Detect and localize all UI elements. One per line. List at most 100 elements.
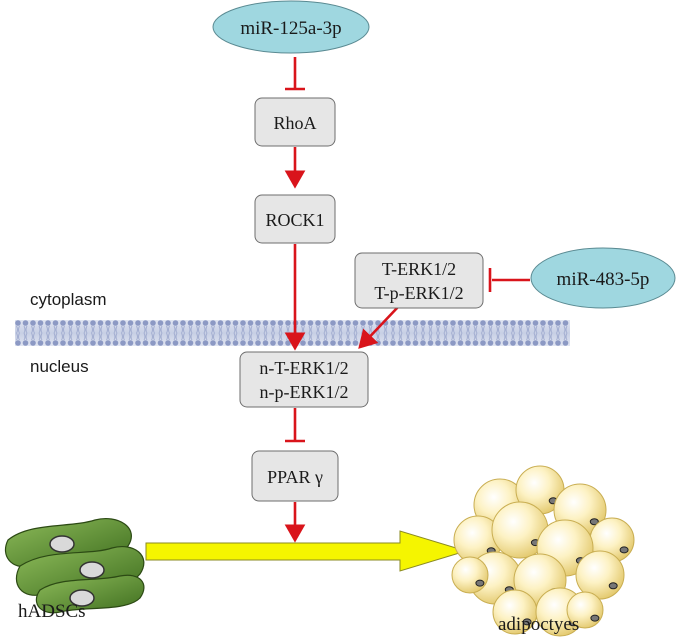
lipid-tail — [226, 325, 230, 341]
lipid-tail — [308, 325, 313, 341]
lipid-head-top — [210, 320, 216, 326]
lipid-head-bottom — [330, 340, 336, 346]
lipid-tail — [488, 325, 493, 341]
lipid-head-bottom — [435, 340, 441, 346]
lipid-head-top — [300, 320, 306, 326]
lipid-tail — [203, 325, 208, 341]
lipid-head-top — [15, 320, 21, 326]
stem-cell-nucleus — [69, 589, 95, 607]
lipid-head-bottom — [315, 340, 321, 346]
lipid-head-top — [142, 320, 149, 326]
lipid-tail — [346, 325, 350, 341]
lipid-head-bottom — [37, 340, 44, 346]
lipid-head-top — [37, 320, 44, 326]
lipid-head-top — [525, 320, 531, 326]
lipid-head-bottom — [180, 340, 186, 346]
lipid-head-bottom — [502, 340, 509, 346]
lipid-head-top — [555, 320, 561, 326]
mir-483-5p-node — [530, 247, 676, 309]
lipid-head-top — [337, 320, 344, 326]
lipid-tail — [271, 325, 275, 341]
lipid-head-bottom — [397, 340, 404, 346]
lipid-head-top — [562, 320, 569, 326]
lipid-head-top — [495, 320, 501, 326]
lipid-head-bottom — [367, 340, 374, 346]
lipid-tail — [256, 325, 260, 341]
lipid-head-top — [517, 320, 524, 326]
lipid-tail — [218, 325, 223, 341]
lipid-head-top — [330, 320, 336, 326]
lipid-tail — [503, 325, 508, 341]
lipid-head-bottom — [277, 340, 284, 346]
lipid-head-top — [247, 320, 254, 326]
lipid-head-top — [157, 320, 164, 326]
lipid-tail — [526, 325, 530, 341]
n-t-erk-node — [239, 351, 369, 408]
lipid-head-bottom — [420, 340, 426, 346]
lipid-tail — [106, 325, 110, 341]
lipid-tail — [181, 325, 185, 341]
lipid-head-top — [397, 320, 404, 326]
lipid-head-bottom — [405, 340, 411, 346]
lipid-head-bottom — [22, 340, 29, 346]
lipid-head-bottom — [412, 340, 419, 346]
lipid-tail — [196, 325, 200, 341]
lipid-head-top — [450, 320, 456, 326]
lipid-head-bottom — [270, 340, 276, 346]
adipocytes-cluster-illustration — [451, 465, 635, 637]
lipid-head-top — [150, 320, 156, 326]
pathway-edges — [284, 57, 530, 543]
lipid-head-bottom — [195, 340, 201, 346]
stem-cell-nucleus — [49, 535, 75, 553]
lipid-tail — [353, 325, 358, 341]
lipid-head-top — [367, 320, 374, 326]
lipid-head-top — [435, 320, 441, 326]
lipid-tail — [113, 325, 118, 341]
lipid-head-bottom — [187, 340, 194, 346]
lipid-head-top — [75, 320, 81, 326]
lipid-head-bottom — [142, 340, 149, 346]
lipid-head-top — [225, 320, 231, 326]
lipid-head-top — [540, 320, 546, 326]
mir-125a-3p-label: miR-125a-3p — [240, 18, 341, 39]
lipid-head-top — [262, 320, 269, 326]
lipid-tail — [518, 325, 523, 341]
lipid-head-top — [547, 320, 554, 326]
lipid-tail — [46, 325, 50, 341]
lipid-head-bottom — [232, 340, 239, 346]
lipid-tail — [121, 325, 125, 341]
lipid-head-top — [232, 320, 239, 326]
lipid-tail — [98, 325, 103, 341]
lipid-head-top — [120, 320, 126, 326]
lipid-head-bottom — [202, 340, 209, 346]
lipid-head-bottom — [510, 340, 516, 346]
lipid-head-bottom — [127, 340, 134, 346]
adipocyte-nucleus — [608, 582, 618, 590]
lipid-head-bottom — [262, 340, 269, 346]
lipid-head-top — [30, 320, 36, 326]
lipid-head-bottom — [165, 340, 171, 346]
t-erk-label-line2: T-p-ERK1/2 — [374, 283, 463, 303]
adipocyte-cell — [451, 556, 489, 594]
lipid-head-bottom — [390, 340, 396, 346]
lipid-tail — [323, 325, 328, 341]
lipid-head-top — [90, 320, 96, 326]
lipid-tail — [481, 325, 485, 341]
lipid-head-top — [105, 320, 111, 326]
lipid-head-top — [375, 320, 381, 326]
lipid-head-top — [420, 320, 426, 326]
lipid-head-top — [472, 320, 479, 326]
lipid-head-bottom — [495, 340, 501, 346]
lipid-head-bottom — [465, 340, 471, 346]
lipid-tail — [466, 325, 470, 341]
lipid-tail — [188, 325, 193, 341]
lipid-head-top — [112, 320, 119, 326]
lipid-tail — [83, 325, 88, 341]
adipocytes-label: adipoctyes — [498, 614, 579, 635]
lipid-head-bottom — [472, 340, 479, 346]
lipid-head-bottom — [352, 340, 359, 346]
lipid-head-top — [390, 320, 396, 326]
lipid-head-bottom — [532, 340, 539, 346]
rhoa-node — [254, 97, 336, 147]
